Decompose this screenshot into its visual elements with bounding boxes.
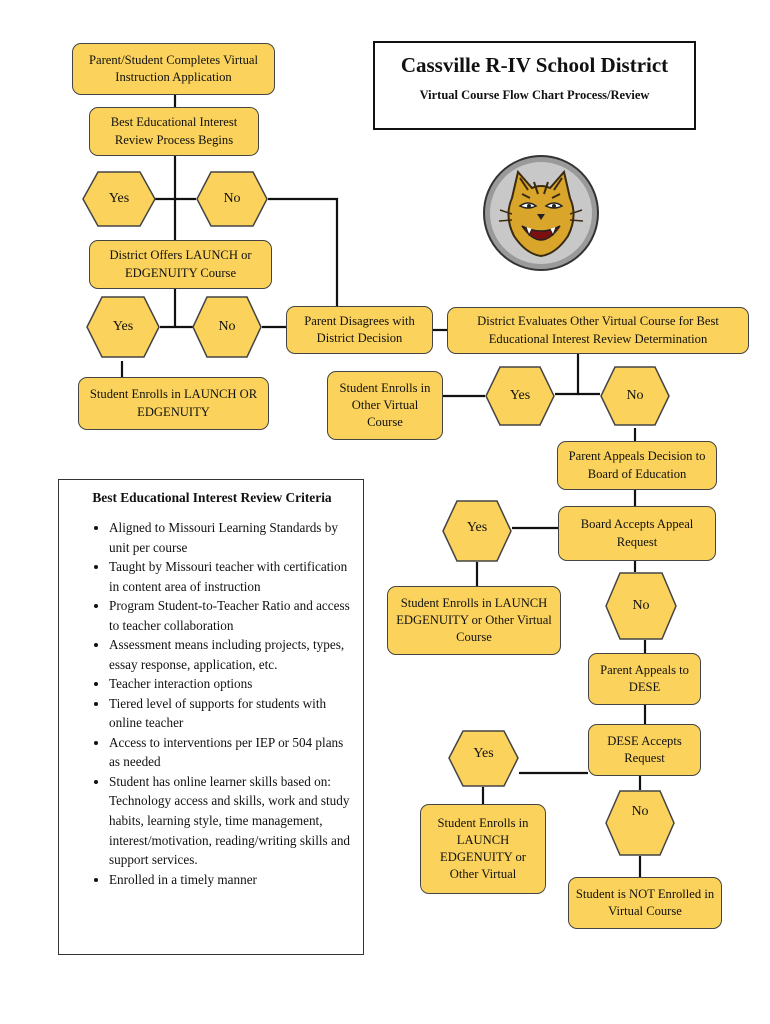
decision-yes-4: Yes	[442, 500, 512, 562]
decision-yes-2: Yes	[86, 296, 160, 358]
enrolls-launch2-node: Student Enrolls in LAUNCH EDGENUITY or O…	[387, 586, 561, 655]
page-title: Cassville R-IV School District	[400, 53, 669, 77]
decision-label: Yes	[509, 388, 531, 403]
criteria-item: Taught by Missouri teacher with certific…	[109, 557, 353, 596]
decision-no-1: No	[196, 171, 268, 227]
enrolls-other-node: Student Enrolls in Other Virtual Course	[327, 371, 443, 440]
district-offers-node: District Offers LAUNCH or EDGENUITY Cour…	[89, 240, 272, 289]
criteria-item: Program Student-to-Teacher Ratio and acc…	[109, 596, 353, 635]
district-evaluates-node: District Evaluates Other Virtual Course …	[447, 307, 749, 354]
decision-label: No	[632, 598, 650, 613]
decision-label: No	[631, 804, 649, 819]
criteria-item: Assessment means including projects, typ…	[109, 635, 353, 674]
decision-yes-3: Yes	[485, 366, 555, 426]
criteria-item: Access to interventions per IEP or 504 p…	[109, 733, 353, 772]
dese-accepts-node: DESE Accepts Request	[588, 724, 701, 776]
criteria-box: Best Educational Interest Review Criteri…	[58, 479, 364, 955]
appeal-dese-node: Parent Appeals to DESE	[588, 653, 701, 705]
criteria-title: Best Educational Interest Review Criteri…	[92, 490, 332, 505]
decision-label: No	[626, 388, 644, 403]
not-enrolled-node: Student is NOT Enrolled in Virtual Cours…	[568, 877, 722, 929]
criteria-item: Aligned to Missouri Learning Standards b…	[109, 518, 353, 557]
decision-label: No	[218, 319, 236, 334]
decision-label: No	[223, 191, 241, 206]
enrolls-launch-node: Student Enrolls in LAUNCH OR EDGENUITY	[78, 377, 269, 430]
wildcat-mascot-icon	[483, 155, 599, 271]
criteria-item: Student has online learner skills based …	[109, 772, 353, 870]
decision-yes-1: Yes	[82, 171, 156, 227]
decision-no-3: No	[600, 366, 670, 426]
decision-label: Yes	[466, 520, 488, 535]
parent-disagrees-node: Parent Disagrees with District Decision	[286, 306, 433, 354]
enrolls-launch3-node: Student Enrolls in LAUNCH EDGENUITY or O…	[420, 804, 546, 894]
appeal-board-node: Parent Appeals Decision to Board of Educ…	[557, 441, 717, 490]
board-accepts-node: Board Accepts Appeal Request	[558, 506, 716, 561]
title-box: Cassville R-IV School District Virtual C…	[373, 41, 696, 130]
decision-label: Yes	[108, 191, 130, 206]
decision-yes-5: Yes	[448, 730, 519, 787]
review-process-node: Best Educational Interest Review Process…	[89, 107, 259, 156]
decision-label: Yes	[112, 319, 134, 334]
decision-no-5: No	[605, 790, 675, 856]
criteria-item: Teacher interaction options	[109, 674, 353, 694]
criteria-list: Aligned to Missouri Learning Standards b…	[71, 518, 353, 889]
criteria-item: Tiered level of supports for students wi…	[109, 694, 353, 733]
criteria-item: Enrolled in a timely manner	[109, 870, 353, 890]
decision-no-2: No	[192, 296, 262, 358]
page-subtitle: Virtual Course Flow Chart Process/Review	[419, 88, 650, 102]
decision-no-4: No	[605, 572, 677, 640]
start-node: Parent/Student Completes Virtual Instruc…	[72, 43, 275, 95]
decision-label: Yes	[473, 745, 494, 761]
